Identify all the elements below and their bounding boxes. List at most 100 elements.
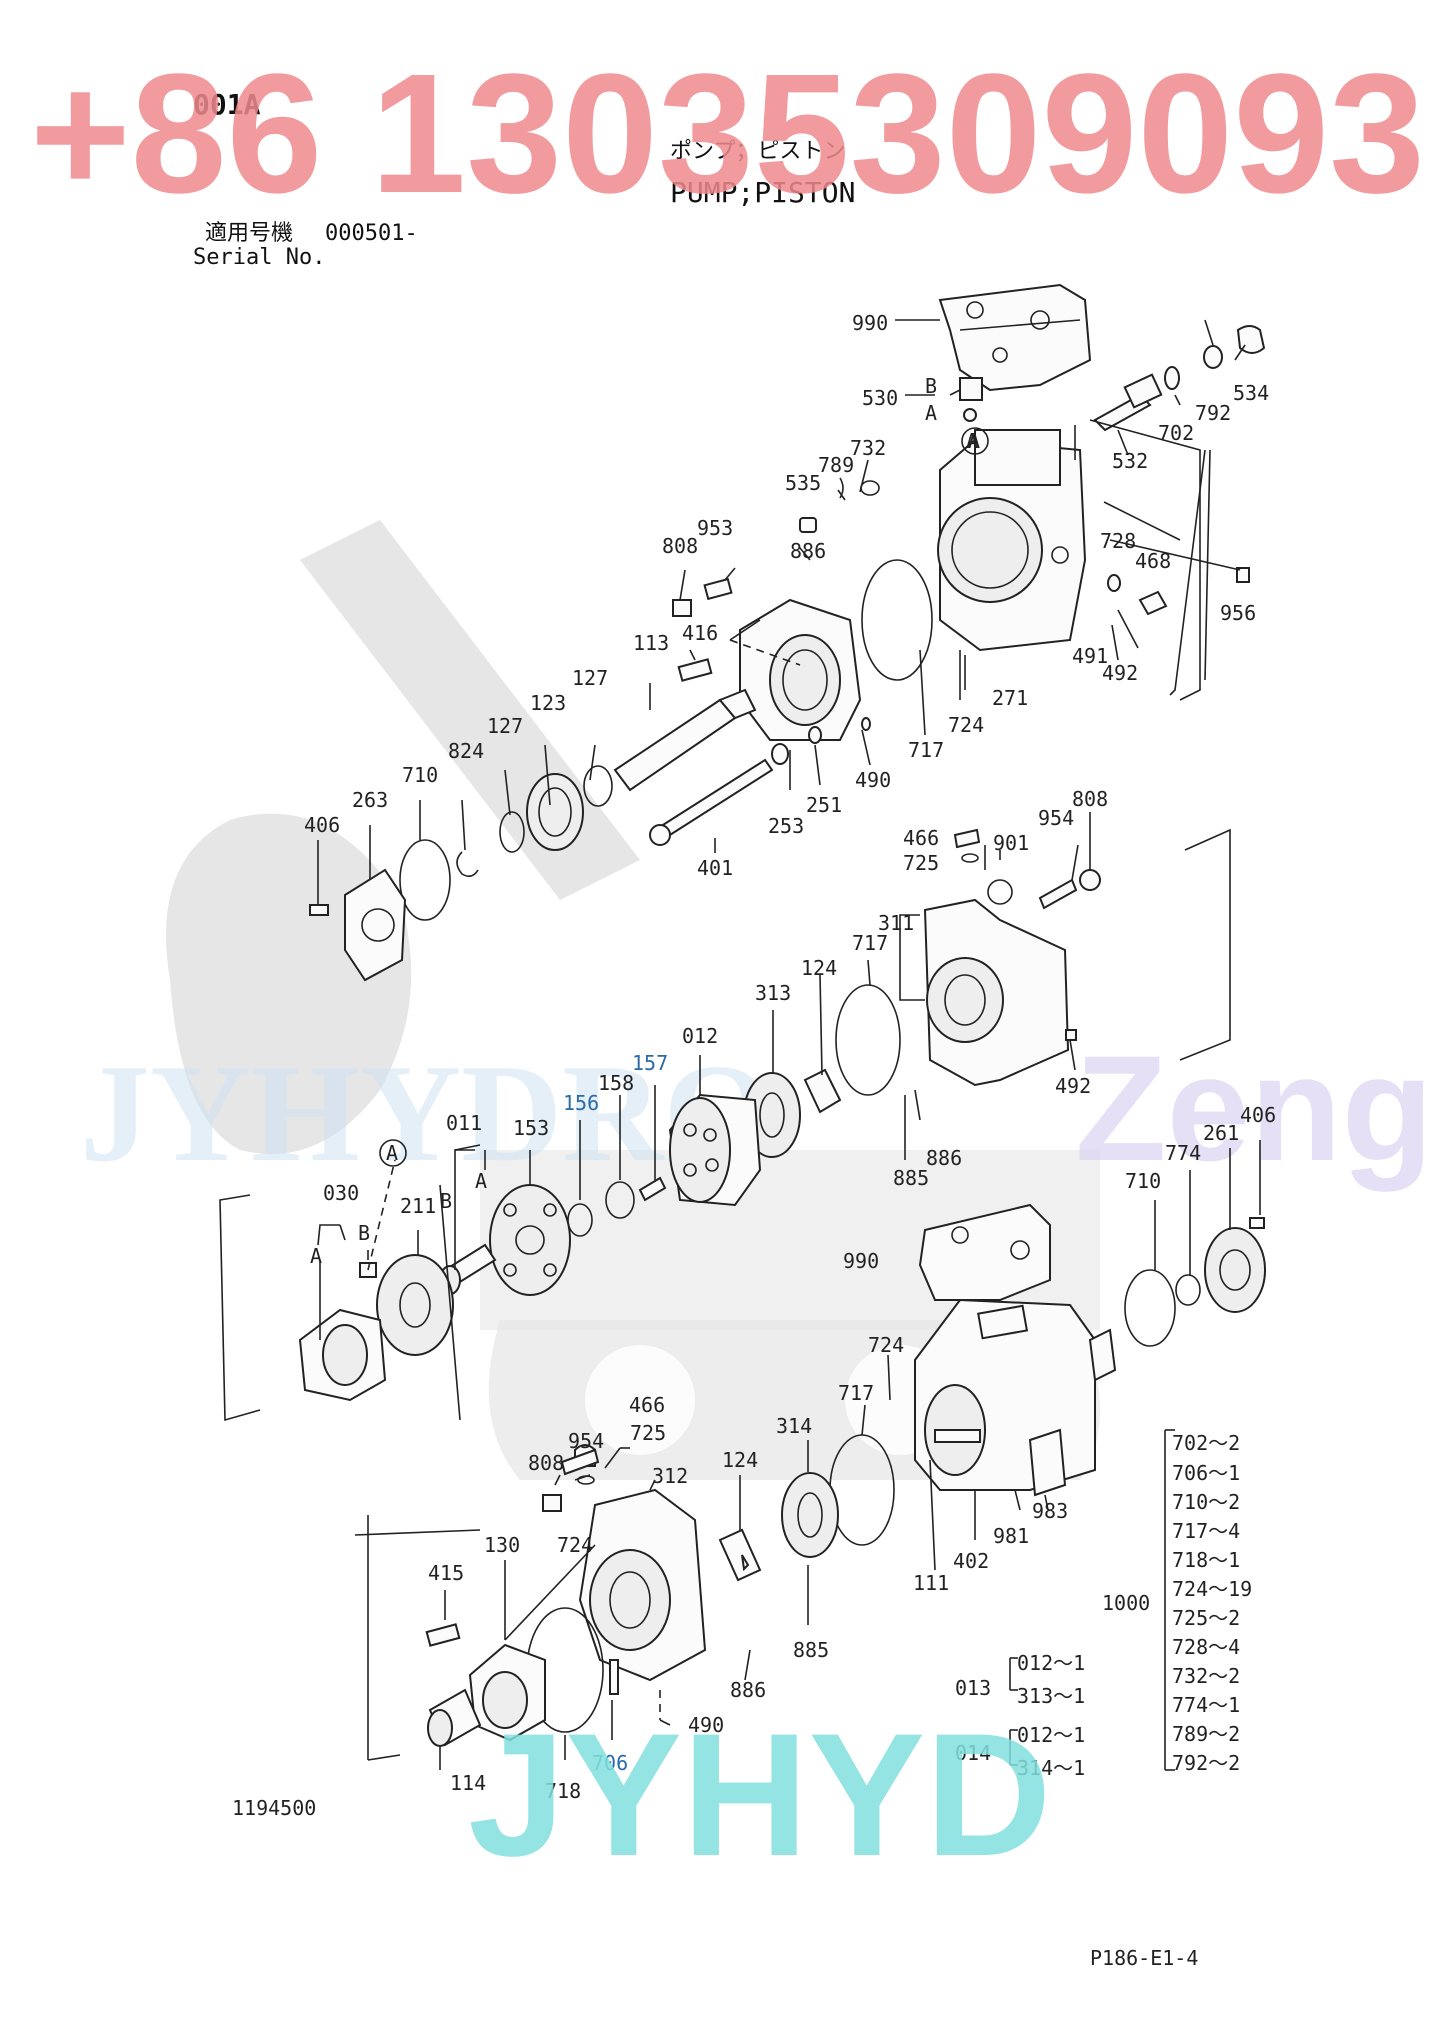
title-english: PUMP;PISTON <box>670 176 855 209</box>
kit-item: 710～2 <box>1172 1490 1240 1514</box>
callout-labels: 990 530 B A 534 702 792 532 A 732 789 53… <box>304 311 1276 1803</box>
callout-label: 492 <box>1055 1074 1091 1098</box>
callout-label: 885 <box>793 1638 829 1662</box>
valve-plate-314 <box>781 1472 839 1558</box>
callout-label: 406 <box>1240 1103 1276 1127</box>
callout-label: 401 <box>697 856 733 880</box>
cylinder-012 <box>668 1093 762 1207</box>
callout-label: 402 <box>953 1549 989 1573</box>
callout-label: 012 <box>682 1024 718 1048</box>
kit-item: 792～2 <box>1172 1751 1240 1775</box>
callout-label: 724 <box>557 1533 593 1557</box>
cover-263 <box>344 868 407 982</box>
callout-label: B <box>440 1189 452 1213</box>
watermark-zeng: Zeng <box>1075 1024 1433 1192</box>
callout-label: 492 <box>1102 661 1138 685</box>
callout-label: 789 <box>818 453 854 477</box>
coupling-114 <box>427 1688 482 1747</box>
callout-label: 313 <box>755 981 791 1005</box>
plug-468 <box>1138 590 1168 616</box>
callout-label: 491 <box>1072 644 1108 668</box>
reference-marker-a-top <box>961 427 989 455</box>
drawing-number: 1194500 <box>232 1796 316 1820</box>
watermark-brand: JYHYD <box>468 1698 1052 1893</box>
callout-label: 990 <box>843 1249 879 1273</box>
retainer-plate-153 <box>489 1184 571 1296</box>
callout-label: 263 <box>352 788 388 812</box>
reference-marker-a-left <box>379 1139 407 1167</box>
serial-label-japanese: 適用号機 <box>205 221 293 246</box>
callout-label: 885 <box>893 1166 929 1190</box>
callout-label: 954 <box>1038 806 1074 830</box>
callout-label: A <box>310 1244 322 1268</box>
swash-support-030 <box>298 1308 387 1402</box>
callout-label: 728 <box>1100 529 1136 553</box>
bolt-415 <box>425 1623 461 1647</box>
callout-label: 490 <box>855 768 891 792</box>
snap-ring-824 <box>456 851 479 878</box>
regulator-top-part <box>938 283 1092 392</box>
callout-label: 717 <box>908 738 944 762</box>
callout-label: 792 <box>1195 401 1231 425</box>
callout-label: 261 <box>1203 1121 1239 1145</box>
callout-label: 808 <box>662 534 698 558</box>
ring-127-a <box>583 765 613 807</box>
sub-kit-item: 012～1 <box>1017 1723 1085 1747</box>
callout-label: A <box>925 401 937 425</box>
callout-label: 123 <box>530 691 566 715</box>
callout-label: 824 <box>448 739 484 763</box>
watermark-faint-brand: JYHYDRO <box>80 1036 772 1191</box>
kit-table: 1000 702～2 706～1 710～2 717～4 718～1 724～1… <box>955 1431 1252 1780</box>
callout-label: B <box>358 1221 370 1245</box>
callout-label: 710 <box>402 763 438 787</box>
callout-label: 124 <box>801 956 837 980</box>
callout-label: 717 <box>852 931 888 955</box>
ring-702 <box>1164 366 1180 390</box>
callout-label: 808 <box>528 1451 564 1475</box>
callout-label: 808 <box>1072 787 1108 811</box>
ring-792 <box>1203 345 1223 369</box>
callout-label: 954 <box>568 1429 604 1453</box>
pump-body-111 <box>914 1298 1117 1491</box>
bolt-416 <box>677 658 713 682</box>
callout-label: 158 <box>598 1071 634 1095</box>
callout-label: 253 <box>768 814 804 838</box>
callout-label: 718 <box>545 1779 581 1803</box>
callout-label: 311 <box>878 911 914 935</box>
leader-lines <box>219 319 1261 1771</box>
bolt-401 <box>653 758 774 842</box>
callout-label: 466 <box>903 826 939 850</box>
seal-cover-261 <box>1204 1227 1266 1313</box>
bearing-123 <box>526 773 584 851</box>
o-ring-717-top <box>861 559 933 681</box>
callout-label: 725 <box>630 1421 666 1445</box>
page-reference: P186-E1-4 <box>1090 1946 1198 1970</box>
page-code: 001A <box>193 88 261 121</box>
callout-label: 130 <box>484 1533 520 1557</box>
callout-label: 406 <box>304 813 340 837</box>
o-ring-710-top <box>399 839 451 921</box>
o-ring-717-mid <box>835 984 901 1096</box>
callout-label: 416 <box>682 621 718 645</box>
callout-label: 983 <box>1032 1499 1068 1523</box>
callout-label: 211 <box>400 1194 436 1218</box>
callout-label: 901 <box>993 831 1029 855</box>
callout-label: B <box>925 374 937 398</box>
callout-label: 702 <box>1158 421 1194 445</box>
shoe-plate-211 <box>376 1254 454 1356</box>
callout-label: 990 <box>852 311 888 335</box>
sub-kit-item: 314～1 <box>1017 1756 1085 1780</box>
callout-label: 030 <box>323 1181 359 1205</box>
callout-label: 534 <box>1233 381 1269 405</box>
callout-label: 127 <box>487 714 523 738</box>
watermark-phone: +86 13035309093 <box>30 39 1425 229</box>
callout-label: 314 <box>776 1414 812 1438</box>
callout-label: 124 <box>722 1448 758 1472</box>
kit-item: 706～1 <box>1172 1461 1240 1485</box>
pump-casing-271 <box>937 429 1087 652</box>
callout-label: 114 <box>450 1771 486 1795</box>
callout-label: 466 <box>629 1393 665 1417</box>
title-japanese: ポンプ；ピストン <box>670 139 845 164</box>
flange-housing <box>739 598 862 741</box>
